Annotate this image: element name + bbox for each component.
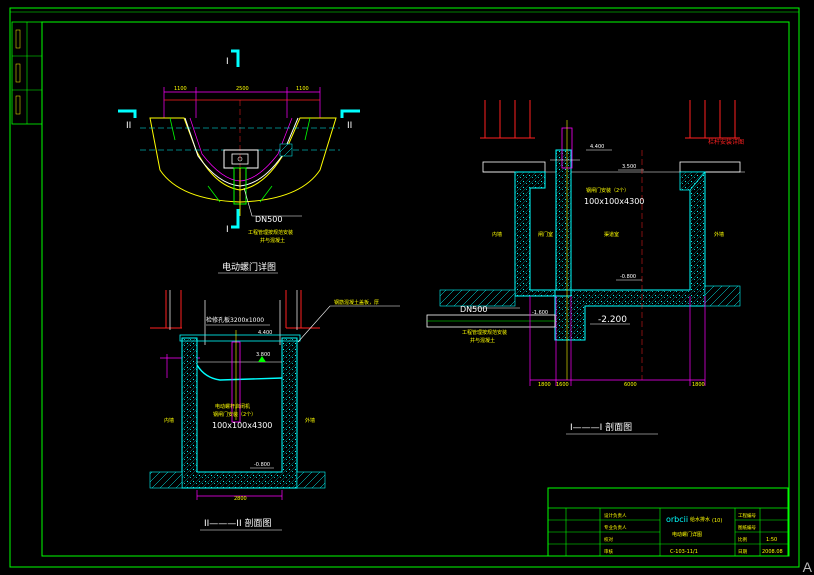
section2-level-water: 3.800 — [256, 352, 270, 358]
tb-drawing-name: 电动螺门详图 — [672, 531, 702, 538]
right-level-low: -2.200 — [598, 315, 627, 325]
left-plan-view: I I II II 1100 2500 1100 — [118, 49, 360, 274]
right-dim-2: 1600 — [556, 382, 569, 388]
plan-dim-3: 1100 — [296, 86, 309, 92]
right-dim-4: 1800 — [692, 382, 705, 388]
right-note-pipe2: 并与混凝土 — [470, 337, 495, 344]
drawing-frame — [9, 7, 800, 568]
plan-note-1: 工程管理按规范安装 — [248, 229, 293, 236]
section2-side-right: 外墙 — [305, 417, 315, 424]
tb-row-left-1: 设计负责人 — [604, 512, 627, 519]
section2-note-1: 电动螺杆启闭机 — [215, 403, 250, 410]
section2-callout-right: 钢筋混凝土盖板，厚 — [334, 299, 379, 306]
section2-note-3: 100x100x4300 — [212, 421, 272, 430]
right-room-3: 渠道室 — [604, 231, 619, 238]
right-level-right: 3.500 — [622, 164, 636, 170]
tb-row-right-2: 图纸编号 — [738, 524, 756, 531]
right-note-gate: 钢闸门安装（2个） — [586, 187, 629, 194]
right-dim-1: 1800 — [538, 382, 551, 388]
section2-side-left: 内墙 — [164, 417, 174, 424]
tb-date: 2008.08 — [762, 549, 783, 555]
tb-row-right-1: 工程编号 — [738, 512, 756, 519]
tb-drawing-no: C-103-11/1 — [670, 549, 698, 555]
plan-note-2: 并与混凝土 — [260, 237, 285, 244]
plan-title: 电动螺门详图 — [222, 261, 276, 273]
left-section-view: 2800 检修孔板3200x1000 钢筋混凝土盖板，厚 4.400 3.800… — [149, 290, 400, 531]
right-room-4: 外墙 — [714, 231, 724, 238]
tb-row-right-4: 日期 — [738, 549, 747, 555]
tb-row-right-3: 比例 — [738, 536, 747, 543]
right-title: I———I 剖面图 — [570, 421, 632, 433]
section2-note-2: 钢闸门安装（2个） — [213, 411, 256, 418]
section-mark-II-left: II — [126, 121, 131, 131]
tb-scale: 1:50 — [766, 537, 777, 543]
right-room-1: 内墙 — [492, 231, 502, 238]
plan-dim-1: 1100 — [174, 86, 187, 92]
section-mark-II-right: II — [347, 121, 352, 131]
section2-level-top: 4.400 — [258, 330, 272, 336]
right-level-pipe: -1.600 — [532, 310, 548, 316]
section2-callout-top: 检修孔板3200x1000 — [206, 316, 264, 324]
right-level-mid: -0.800 — [620, 274, 636, 280]
plan-dim-2: 2500 — [236, 86, 249, 92]
title-block: 设计负责人 专业负责人 校对 审核 orbcii 给水排水 (10) 电动螺门详… — [547, 487, 789, 557]
right-level-top: 4.400 — [590, 144, 604, 150]
tb-row-left-3: 校对 — [604, 536, 613, 543]
section-mark-I-bottom: I — [226, 225, 229, 235]
right-red-label: 栏杆安装详图 — [708, 138, 744, 146]
right-note-size: 100x100x4300 — [584, 197, 644, 206]
right-room-2: 闸门室 — [538, 231, 553, 238]
tb-row-left-4: 审核 — [604, 548, 613, 555]
section2-title: II———II 剖面图 — [204, 517, 271, 529]
right-section-view: 栏杆安装详图 4.400 3.500 -0.800 -2.200 -1.600 … — [426, 100, 745, 435]
right-pipe-label: DN500 — [460, 305, 487, 314]
tb-company: 给水排水 — [690, 516, 710, 523]
right-dim-3: 6000 — [624, 382, 637, 388]
tb-logo: orbcii — [666, 515, 688, 524]
plan-pipe-label: DN500 — [255, 215, 282, 224]
section2-dim-bottom: 2800 — [234, 496, 247, 502]
tb-row-left-2: 专业负责人 — [604, 524, 627, 531]
tb-code: (10) — [712, 518, 722, 524]
corner-letter: A — [802, 559, 812, 575]
section-mark-I-top: I — [226, 57, 229, 67]
section2-level-bottom: -0.800 — [254, 462, 270, 468]
right-note-pipe1: 工程管理按规范安装 — [462, 329, 507, 336]
